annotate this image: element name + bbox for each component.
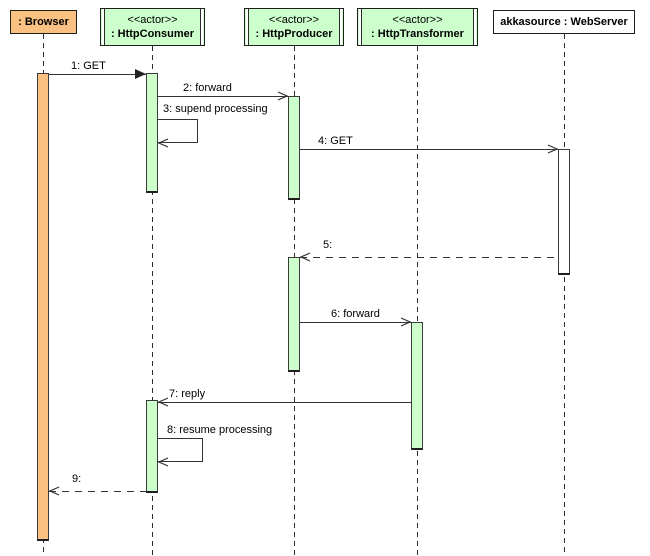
participant-httpconsumer-stereotype: <<actor>> — [127, 13, 178, 26]
activation-browser — [37, 73, 49, 541]
message-9-line — [49, 491, 146, 492]
message-4-label: 4: GET — [317, 135, 354, 148]
participant-browser-label: : Browser — [18, 15, 69, 28]
participant-httptransformer: <<actor>> : HttpTransformer — [357, 8, 478, 46]
message-6-line — [300, 322, 411, 323]
message-1-label: 1: GET — [70, 60, 107, 73]
message-3-open-arrowhead-icon — [158, 138, 169, 148]
participant-httpproducer-label: : HttpProducer — [255, 27, 333, 40]
message-8-self-loop — [158, 438, 203, 462]
lifeline-httptransformer — [417, 46, 418, 556]
message-9-label: 9: — [71, 473, 83, 486]
lifeline-webserver — [564, 34, 565, 556]
message-5-label: 5: — [322, 239, 334, 252]
message-2-open-arrowhead-icon — [277, 91, 288, 101]
message-7-line — [158, 402, 411, 403]
message-4-open-arrowhead-icon — [547, 144, 558, 154]
activation-consumer-1 — [146, 73, 158, 193]
participant-httpproducer-stereotype: <<actor>> — [268, 13, 320, 26]
message-9-open-arrowhead-icon — [49, 486, 60, 496]
participant-webserver: akkasource : WebServer — [493, 10, 635, 34]
participant-httpproducer: <<actor>> : HttpProducer — [244, 8, 344, 46]
activation-transformer — [411, 322, 423, 450]
activation-producer-2 — [288, 257, 300, 372]
message-5-open-arrowhead-icon — [300, 252, 311, 262]
message-2-line — [158, 96, 288, 97]
message-6-open-arrowhead-icon — [400, 317, 411, 327]
activation-producer-1 — [288, 96, 300, 200]
message-5-line — [300, 257, 558, 258]
message-2-label: 2: forward — [182, 82, 233, 95]
message-6-label: 6: forward — [330, 308, 381, 321]
message-8-label: 8: resume processing — [166, 424, 274, 437]
message-7-label: 7: reply — [168, 388, 207, 401]
participant-browser: : Browser — [10, 10, 77, 34]
activation-consumer-2 — [146, 400, 158, 493]
message-3-label: 3: supend processing — [162, 103, 269, 116]
participant-httpconsumer: <<actor>> : HttpConsumer — [100, 8, 205, 46]
message-1-line — [49, 74, 146, 75]
message-7-open-arrowhead-icon — [158, 397, 169, 407]
participant-httptransformer-label: : HttpTransformer — [371, 27, 464, 40]
participant-httptransformer-stereotype: <<actor>> — [392, 13, 443, 26]
message-1-filled-arrowhead-icon — [135, 69, 146, 79]
message-3-self-loop — [158, 119, 198, 143]
participant-webserver-label: akkasource : WebServer — [500, 15, 628, 28]
message-8-open-arrowhead-icon — [158, 457, 169, 467]
activation-webserver — [558, 149, 570, 275]
message-4-line — [300, 149, 558, 150]
lifeline-httpconsumer — [152, 46, 153, 556]
participant-httpconsumer-label: : HttpConsumer — [110, 27, 195, 40]
